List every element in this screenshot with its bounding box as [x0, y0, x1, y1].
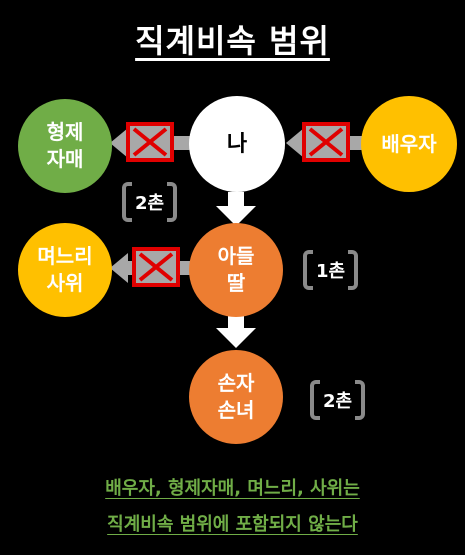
node-child: 아들 딸	[189, 223, 283, 317]
node-in-laws: 며느리 사위	[18, 223, 112, 317]
arrow-to-spouse	[286, 128, 304, 158]
arrow-me-to-child	[216, 192, 256, 226]
node-grandchild: 손자 손녀	[189, 350, 283, 444]
note-line-2: 직계비속 범위에 포함되지 않는다	[107, 514, 358, 535]
degree-grandchild: 2촌	[310, 380, 366, 420]
node-siblings: 형제 자매	[18, 99, 112, 193]
node-me: 나	[189, 96, 285, 192]
excluded-mark-spouse	[302, 122, 350, 162]
node-spouse: 배우자	[361, 96, 457, 192]
arrow-child-to-grandchild	[216, 314, 256, 348]
degree-child: 1촌	[303, 250, 359, 290]
arrow-to-siblings	[110, 128, 128, 158]
note-line-1: 배우자, 형제자매, 며느리, 사위는	[105, 478, 360, 499]
page-title: 직계비속 범위	[135, 22, 330, 60]
excluded-mark-siblings	[126, 122, 174, 162]
excluded-mark-in-laws	[132, 247, 180, 287]
degree-siblings: 2촌	[122, 182, 178, 222]
arrow-to-in-laws	[110, 253, 128, 283]
